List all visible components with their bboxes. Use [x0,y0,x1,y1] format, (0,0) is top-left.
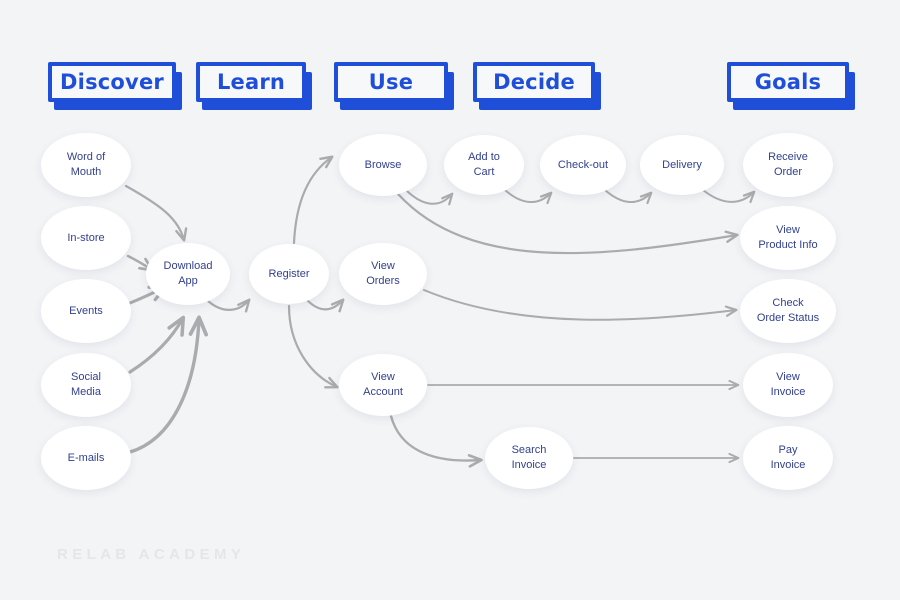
node-e-mails[interactable]: E-mails [41,426,131,490]
node-label: Check Order Status [756,297,820,324]
arrow-e-mails-to-download-app [128,315,209,454]
stage-header-label: Learn [216,70,286,94]
node-events[interactable]: Events [41,279,131,343]
node-register[interactable]: Register [249,244,329,304]
node-pay-invoice[interactable]: Pay Invoice [743,426,833,490]
arrow-word-of-mouth-to-download-app [124,184,188,242]
node-browse[interactable]: Browse [339,134,427,196]
stage-header-frame [727,62,849,102]
node-check-order-status[interactable]: Check Order Status [740,279,836,343]
node-label: Delivery [662,158,702,171]
node-label: View Account [363,371,403,398]
arrow-browse-to-view-product-info [396,192,739,255]
node-label: Check-out [557,158,609,171]
stage-header-use[interactable]: Use [334,62,454,110]
watermark: RELAB ACADEMY [57,546,246,563]
arrow-download-app-to-register [206,298,251,313]
arrow-register-to-browse [292,155,334,245]
node-label: Browse [364,158,402,171]
node-label: Pay Invoice [770,444,806,471]
stage-header-label: Goals [754,70,822,94]
node-in-store[interactable]: In-store [41,206,131,270]
node-view-orders[interactable]: View Orders [339,243,427,305]
node-label: E-mails [67,451,105,464]
arrow-browse-to-add-to-cart [406,190,454,206]
node-label: In-store [67,231,105,244]
node-receive-order[interactable]: Receive Order [743,133,833,197]
arrow-view-orders-to-check-order-status [423,289,738,321]
node-label: View Product Info [758,224,818,251]
node-label: Receive Order [768,151,808,178]
stage-header-frame [48,62,176,102]
arrow-check-out-to-delivery [604,189,653,205]
stage-header-label: Use [368,70,414,94]
arrow-view-account-to-search-invoice [389,414,483,468]
arrow-delivery-to-receive-order [702,189,756,204]
node-check-out[interactable]: Check-out [540,135,626,195]
stage-header-frame [196,62,306,102]
node-label: Register [268,267,310,280]
node-view-product-info[interactable]: View Product Info [740,206,836,270]
stage-header-decide[interactable]: Decide [473,62,601,110]
node-social-media[interactable]: Social Media [41,353,131,417]
stage-header-frame [473,62,595,102]
node-label: Add to Cart [468,151,500,178]
node-label: Search Invoice [511,444,547,471]
node-label: Social Media [71,371,101,398]
stage-header-label: Discover [60,70,164,94]
stage-header-discover[interactable]: Discover [48,62,182,110]
stage-header-frame [334,62,448,102]
node-view-account[interactable]: View Account [339,354,427,416]
node-add-to-cart[interactable]: Add to Cart [444,135,524,195]
node-label: Events [69,304,103,317]
stage-header-goals[interactable]: Goals [727,62,855,110]
stage-header-label: Decide [493,70,575,94]
stage-header-learn[interactable]: Learn [196,62,312,110]
arrow-add-to-cart-to-check-out [504,189,553,205]
node-word-of-mouth[interactable]: Word of Mouth [41,133,131,197]
node-view-invoice[interactable]: View Invoice [743,353,833,417]
node-label: Download App [163,260,213,287]
node-download-app[interactable]: Download App [146,243,230,305]
node-search-invoice[interactable]: Search Invoice [485,427,573,489]
node-delivery[interactable]: Delivery [640,135,724,195]
arrow-register-to-view-account [287,304,339,389]
arrow-register-to-view-orders [305,298,345,313]
node-label: View Orders [366,260,400,287]
arrow-social-media-to-download-app [128,315,186,374]
node-label: View Invoice [770,371,806,398]
node-label: Word of Mouth [66,151,106,178]
